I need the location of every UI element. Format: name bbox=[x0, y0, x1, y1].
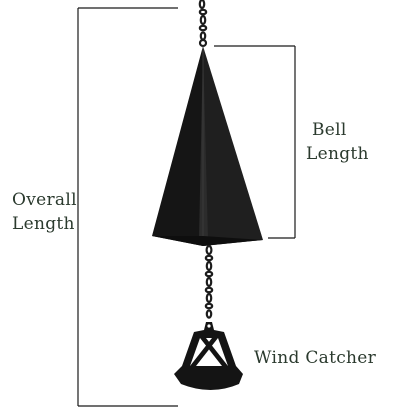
wind-catcher bbox=[174, 322, 243, 390]
lower-chain bbox=[204, 244, 214, 319]
overall-length-label: Overall Length bbox=[12, 188, 77, 236]
wind-catcher-label: Wind Catcher bbox=[254, 348, 377, 368]
overall-length-bracket bbox=[77, 7, 178, 407]
bell-length-label-line-2: Length bbox=[306, 144, 369, 164]
overall-length-label-line-1: Overall bbox=[12, 190, 77, 210]
top-chain bbox=[198, 0, 208, 48]
bell bbox=[152, 46, 263, 246]
bell-length-bracket bbox=[214, 45, 296, 239]
bell-length-label-line-1: Bell bbox=[312, 120, 347, 140]
overall-length-label-line-2: Length bbox=[12, 214, 75, 234]
bell-length-label: Bell Length bbox=[306, 118, 369, 166]
